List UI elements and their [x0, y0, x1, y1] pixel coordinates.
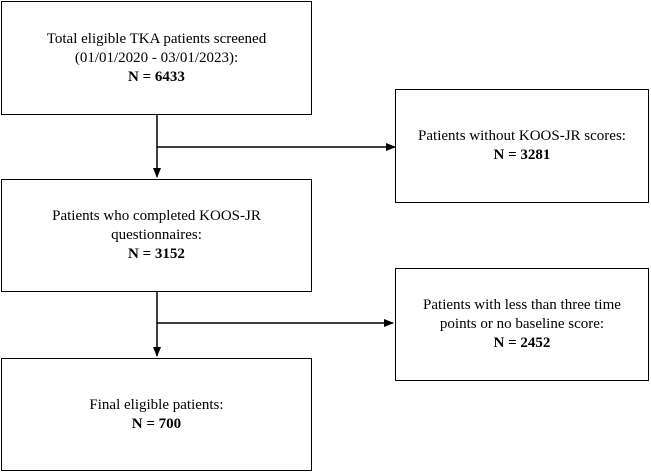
- screened-line-2: (01/01/2020 - 03/01/2023):: [74, 49, 239, 66]
- excluded-timepoints-count: N = 2452: [493, 335, 551, 351]
- final-box: Final eligible patients: N = 700: [1, 358, 312, 471]
- screened-line-1: Total eligible TKA patients screened: [46, 30, 267, 47]
- final-line-1: Final eligible patients:: [89, 396, 224, 413]
- excluded-timepoints-line-2: points or no baseline score:: [439, 316, 605, 332]
- excluded-no-scores-line-1: Patients without KOOS-JR scores:: [418, 128, 626, 144]
- completed-line-1: Patients who completed KOOS-JR: [52, 208, 261, 224]
- screened-box: Total eligible TKA patients screened (01…: [1, 1, 312, 115]
- excluded-no-scores-count: N = 3281: [493, 147, 551, 163]
- final-count: N = 700: [131, 415, 182, 432]
- excluded-no-scores-box: Patients without KOOS-JR scores: N = 328…: [395, 89, 649, 203]
- screened-count: N = 6433: [128, 68, 185, 85]
- completed-box: Patients who completed KOOS-JR questionn…: [1, 179, 312, 292]
- excluded-timepoints-line-1: Patients with less than three time: [423, 297, 621, 313]
- completed-count: N = 3152: [128, 246, 185, 262]
- completed-line-2: questionnaires:: [111, 227, 202, 243]
- excluded-timepoints-box: Patients with less than three time point…: [395, 268, 649, 381]
